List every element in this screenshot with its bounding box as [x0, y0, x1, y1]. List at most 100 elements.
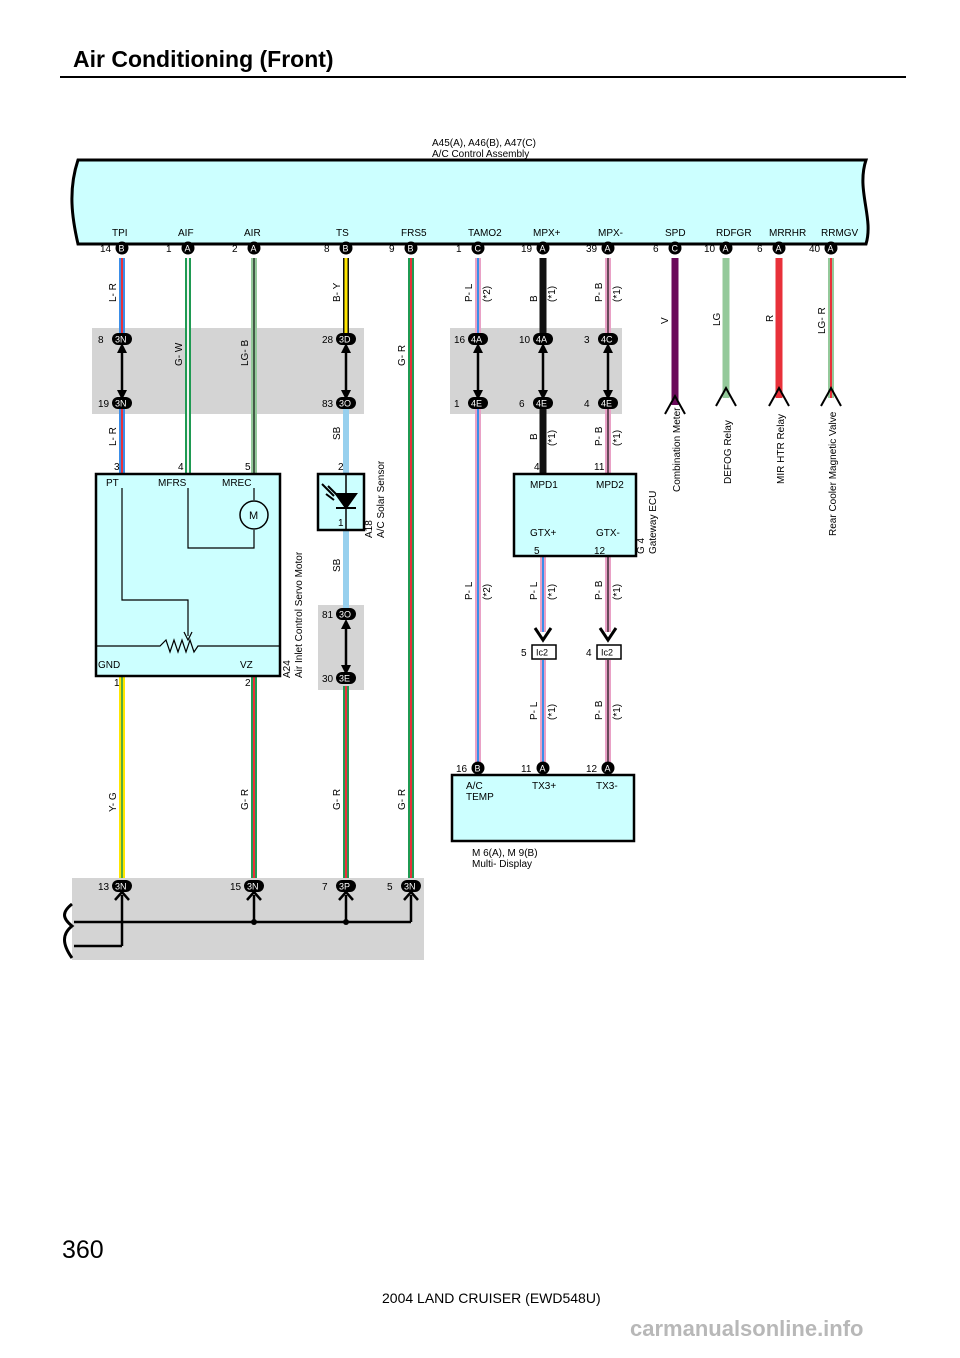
terminal-badge	[536, 241, 550, 255]
gateway-name: Gateway ECU	[648, 491, 659, 554]
page-number: 360	[62, 1236, 104, 1264]
connector-badge	[336, 397, 356, 409]
md-pin: 12	[586, 764, 598, 775]
servo-term-gnd: GND	[98, 660, 120, 671]
servo-potentiometer-wiper	[183, 631, 193, 642]
connector-pin: 5	[521, 648, 527, 659]
wire-labels: L- R G- W LG- B B- Y G- R P- L (*2) B (*…	[108, 282, 828, 812]
terminal-pin: 14	[100, 244, 112, 255]
servo-term-mrec: MREC	[222, 478, 251, 489]
gateway-term-mpd1: MPD1	[530, 480, 558, 491]
dest-rear-cooler-valve: Rear Cooler Magnetic Valve	[828, 411, 839, 536]
svg-text:L- R: L- R	[108, 427, 119, 446]
connector-pin: 1	[454, 399, 460, 410]
gateway-pin-gtxm: 12	[594, 546, 606, 557]
terminal-badge	[404, 241, 418, 255]
terminal-conn: C	[475, 244, 482, 254]
svg-text:P- B: P- B	[594, 426, 605, 446]
terminal-pin: 1	[456, 244, 462, 255]
solar-pin-top: 2	[338, 462, 344, 473]
svg-text:(*1): (*1)	[612, 704, 623, 720]
connector-id: 4A	[471, 335, 482, 345]
svg-text:(*1): (*1)	[547, 286, 558, 302]
connector-badge	[401, 880, 421, 892]
junction-shade-left	[92, 328, 364, 414]
terminal-pin: 2	[232, 244, 238, 255]
svg-text:G- R: G- R	[240, 789, 251, 810]
connector-pin: 13	[98, 882, 110, 893]
svg-text:(*2): (*2)	[482, 584, 493, 600]
connector-id: 3N	[115, 882, 127, 892]
dest-defog-relay: DEFOG Relay	[723, 420, 734, 484]
svg-text:(*2): (*2)	[482, 286, 493, 302]
connector-pin: 83	[322, 399, 334, 410]
servo-name: Air Inlet Control Servo Motor	[294, 551, 305, 678]
ground-shade	[72, 878, 424, 960]
connector-badge	[112, 397, 132, 409]
gateway-term-gtxp: GTX+	[530, 528, 557, 539]
md-term-actemp-2: TEMP	[466, 792, 494, 803]
wire-rdfgr-end	[715, 385, 737, 407]
svg-text:P- L: P- L	[464, 581, 475, 600]
control-assembly-panel	[70, 158, 870, 246]
servo-term-mfrs: MFRS	[158, 478, 187, 489]
svg-text:V: V	[660, 317, 671, 324]
svg-text:P- B: P- B	[594, 580, 605, 600]
gateway-term-mpd2: MPD2	[596, 480, 624, 491]
connector-pin: 3	[584, 335, 590, 346]
md-conn: A	[540, 764, 546, 774]
svg-text:B: B	[529, 433, 540, 440]
solar-name: A/C Solar Sensor	[376, 460, 387, 538]
svg-text:LG- B: LG- B	[240, 340, 251, 366]
terminal-pin: 6	[757, 244, 763, 255]
connector-box	[531, 644, 557, 660]
connector-id: 3P	[339, 882, 350, 892]
connector-id: 4C	[601, 335, 613, 345]
connector-id: 4E	[471, 399, 482, 409]
ground-dots	[251, 919, 349, 925]
connector-id: 4E	[601, 399, 612, 409]
connector-pin: 7	[322, 882, 328, 893]
connector-pin: 4	[586, 648, 592, 659]
connector-badge	[468, 397, 488, 409]
terminal-badge	[719, 241, 733, 255]
wire-mrrhr-end	[768, 385, 790, 407]
terminal-pin: 1	[166, 244, 172, 255]
terminal-pin: 39	[586, 244, 598, 255]
md-pin: 11	[521, 764, 532, 775]
svg-text:LG: LG	[712, 312, 723, 326]
connector-id: 3N	[115, 335, 127, 345]
terminal-badge	[181, 241, 195, 255]
svg-text:P- L: P- L	[464, 283, 475, 302]
gateway-pin-mpd1: 4	[534, 462, 540, 473]
servo-pin-gnd: 1	[114, 678, 120, 689]
title-rule	[60, 76, 906, 78]
svg-text:P- B: P- B	[594, 700, 605, 720]
terminal-badge	[471, 241, 485, 255]
terminal-conn: A	[828, 244, 834, 254]
terminal-label: TS	[336, 228, 349, 239]
terminal-label: MRRHR	[769, 228, 806, 239]
svg-text:G- R: G- R	[397, 345, 408, 366]
svg-text:P- L: P- L	[529, 701, 540, 720]
junction-arrows	[117, 343, 613, 675]
servo-pin-pt: 3	[114, 462, 120, 473]
svg-text:Y- G: Y- G	[108, 792, 119, 812]
gateway-pin-gtxp: 5	[534, 546, 540, 557]
terminal-pin: 8	[324, 244, 330, 255]
connector-badge	[598, 397, 618, 409]
connector-badge	[598, 333, 618, 345]
svg-text:L- R: L- R	[108, 283, 119, 302]
connector-badge	[336, 608, 356, 620]
connector-id: 3N	[115, 399, 127, 409]
destination-labels: Combination Meter DEFOG Relay MIR HTR Re…	[672, 407, 839, 536]
servo-pin-vz: 2	[245, 678, 251, 689]
terminal-pin: 6	[653, 244, 659, 255]
terminal-badge	[668, 241, 682, 255]
md-badge	[601, 761, 615, 775]
connector-id: 3O	[339, 399, 351, 409]
connector-badge	[112, 880, 132, 892]
svg-text:(*1): (*1)	[612, 584, 623, 600]
